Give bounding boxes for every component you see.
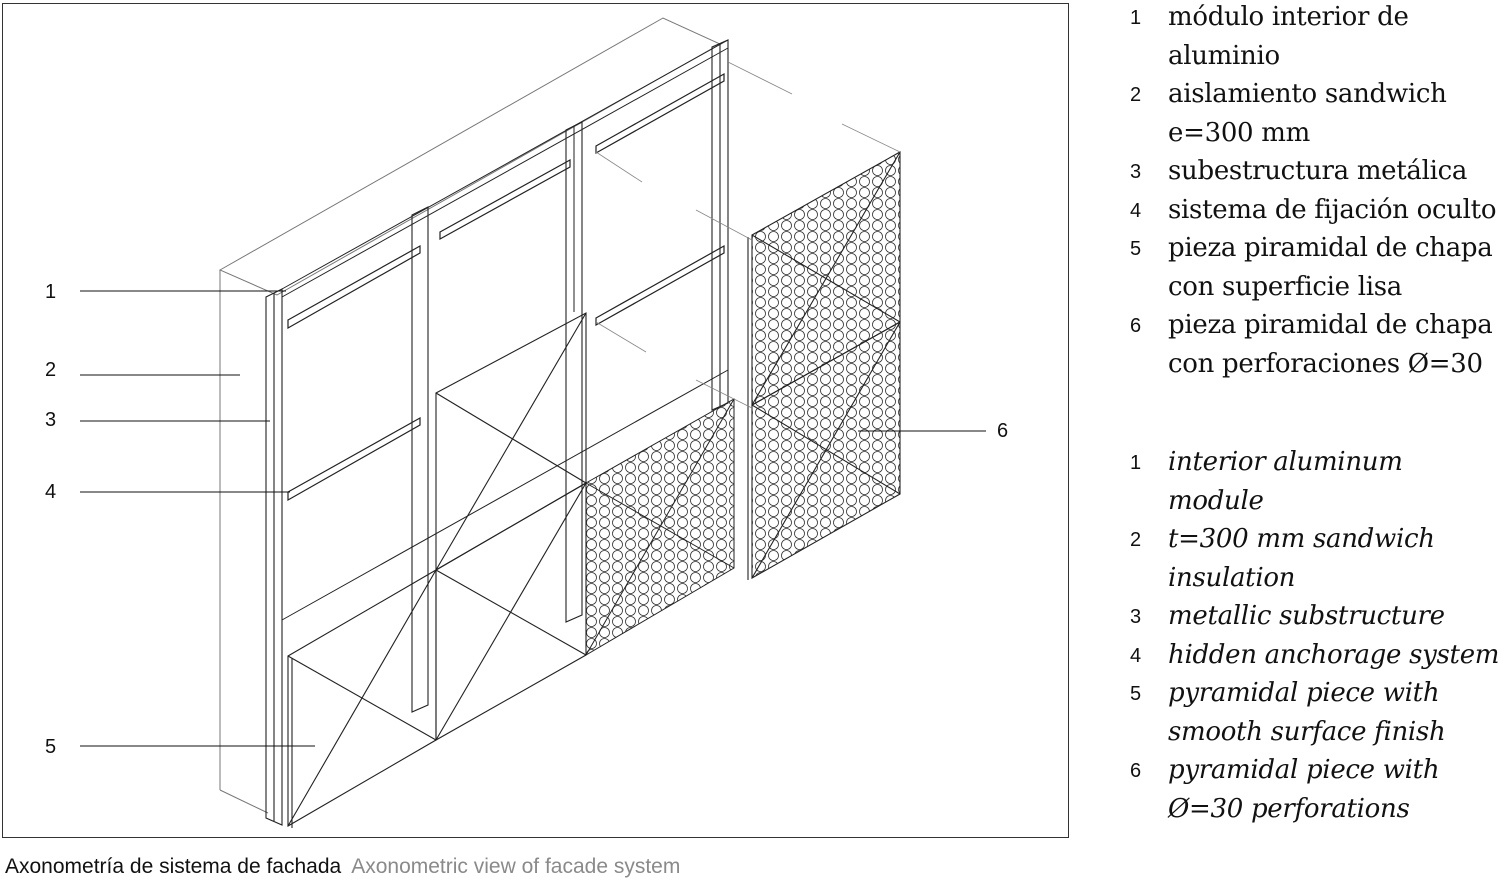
insulation-slab — [218, 17, 722, 814]
legend-text: interior aluminum module — [1168, 447, 1403, 516]
legend-number: 4 — [1130, 644, 1142, 667]
explosion-lines — [595, 61, 901, 409]
legend-text: hidden anchorage system — [1168, 639, 1500, 670]
legend-item: 4 hidden anchorage system — [1124, 636, 1506, 675]
legend-item: 1 módulo interior de aluminio — [1124, 0, 1506, 75]
legend-number: 4 — [1130, 199, 1142, 222]
callout-1: 1 — [45, 281, 57, 303]
legend-number: 3 — [1130, 161, 1142, 183]
anchorage-rails — [287, 72, 725, 502]
figure-caption: Axonometría de sistema de fachada Axonome… — [5, 855, 680, 879]
legend-text: pyramidal piece with smooth surface fini… — [1168, 678, 1446, 747]
legend-item: 6 pyramidal piece with Ø=30 perforations — [1124, 751, 1506, 828]
callout-3: 3 — [45, 409, 57, 431]
legend-item: 2 t=300 mm sandwich insulation — [1124, 520, 1506, 597]
substructure-posts — [265, 39, 729, 826]
legend-item: 6 pieza piramidal de chapa con perforacio… — [1124, 306, 1506, 383]
legend-item: 5 pyramidal piece with smooth surface fin… — [1124, 674, 1506, 751]
legend-number: 6 — [1130, 315, 1142, 337]
callout-2: 2 — [45, 359, 57, 381]
legend-item: 3 metallic substructure — [1124, 597, 1506, 636]
legend-english: 1 interior aluminum module 2 t=300 mm sand… — [1124, 443, 1506, 828]
legend-item: 2 aislamiento sandwich e=300 mm — [1124, 75, 1506, 152]
legend-text: metallic substructure — [1168, 601, 1445, 631]
perforated-piece-facade — [585, 398, 735, 656]
legend-number: 2 — [1130, 84, 1142, 106]
callout-5: 5 — [45, 736, 57, 758]
legend-number: 6 — [1130, 760, 1142, 782]
legend-text: subestructura metálica — [1168, 156, 1468, 186]
legend-text: módulo interior de aluminio — [1168, 2, 1409, 71]
axonometric-drawing — [80, 17, 986, 828]
legend-spanish: 1 módulo interior de aluminio 2 aislamient… — [1124, 0, 1506, 383]
legend-text: pyramidal piece with Ø=30 perforations — [1168, 755, 1440, 824]
legend-text: t=300 mm sandwich insulation — [1168, 524, 1435, 593]
legend-number: 5 — [1130, 683, 1142, 705]
legend-text: sistema de fijación oculto — [1168, 194, 1497, 225]
legend-text: pieza piramidal de chapa con perforacion… — [1168, 310, 1493, 379]
smooth-pyramids — [287, 312, 587, 828]
caption-english: Axonometric view of facade system — [351, 855, 681, 878]
callout-6: 6 — [997, 420, 1009, 442]
caption-spanish: Axonometría de sistema de fachada — [5, 855, 342, 878]
legend-text: pieza piramidal de chapa con superficie … — [1168, 233, 1493, 302]
drawing-frame — [2, 3, 1069, 838]
legend-text: aislamiento sandwich e=300 mm — [1168, 79, 1447, 148]
legend-item: 5 pieza piramidal de chapa con superficie… — [1124, 229, 1506, 306]
callout-4: 4 — [45, 481, 57, 503]
legend-number: 1 — [1130, 452, 1142, 474]
legend-item: 4 sistema de fijación oculto — [1124, 191, 1506, 230]
interior-frame — [281, 39, 729, 621]
legend-number: 3 — [1130, 606, 1142, 628]
leader-lines — [80, 290, 986, 747]
legend-number: 5 — [1130, 238, 1142, 260]
perforated-column-exploded — [747, 151, 901, 580]
legend-number: 2 — [1130, 529, 1142, 551]
legend-item: 1 interior aluminum module — [1124, 443, 1506, 520]
legend-item: 3 subestructura metálica — [1124, 152, 1506, 191]
legend-number: 1 — [1130, 7, 1142, 29]
